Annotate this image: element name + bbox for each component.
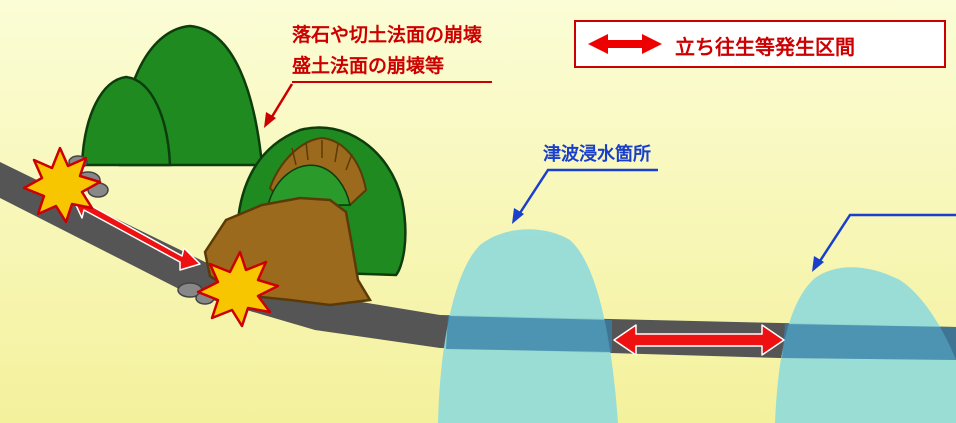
scarp-vegetation [267,164,351,206]
flooded-road-2 [782,324,956,360]
explosion-icon [196,250,280,328]
double-arrow-icon [588,34,662,54]
tsunami-label: 津波浸水箇所 [543,144,651,165]
tsunami-callout-pointer-2 [816,213,956,265]
tsunami-callout-pointer-1 [516,168,658,217]
legend-box: 立ち往生等発生区間 [574,20,946,68]
double-arrow-icon [613,324,785,356]
hill-back-left [80,75,172,167]
hazard-label-line2: 盛土法面の崩壊等 [292,55,445,77]
legend-label: 立ち往生等発生区間 [675,35,855,59]
tsunami-callout-arrowhead-1 [512,208,524,224]
hazard-callout-arrowhead [264,112,276,128]
hazard-label-line1: 落石や切土法面の崩壊 [292,24,483,46]
hazard-label-underline [292,81,492,83]
hazard-callout-pointer [268,83,294,121]
flooded-road-1 [446,316,612,352]
tsunami-callout-arrowhead-2 [812,256,824,272]
scarp-lines [291,140,353,171]
explosion-icon [22,146,102,224]
